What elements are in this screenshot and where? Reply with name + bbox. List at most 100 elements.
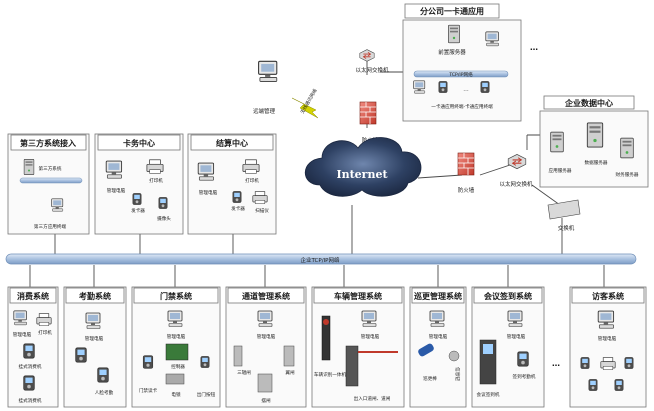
connector-lines <box>29 52 605 287</box>
card-terminal-icon <box>438 81 448 93</box>
pc-icon <box>597 310 615 329</box>
item-label: 管理电脑 <box>598 335 617 342</box>
box-title: 通道管理系统 <box>242 291 290 301</box>
item-label: 管理电脑 <box>429 333 448 340</box>
right-firewall-label: 防火墙 <box>458 186 475 194</box>
item-label: 第三方系统 <box>39 165 62 172</box>
item-label: 门禁读卡 <box>139 387 158 394</box>
pc-icon <box>197 162 215 181</box>
card-reader-icon <box>614 379 624 391</box>
server-icon <box>620 137 634 159</box>
item-label: 扫描仪 <box>255 207 269 214</box>
top-branch-title: 分公司一卡通应用 <box>420 6 484 16</box>
core-switch-label: 交换机 <box>558 224 575 232</box>
printer-icon <box>242 159 260 174</box>
item-label: 车辆识别一体机 <box>314 371 347 378</box>
item-label: 发卡器 <box>231 205 245 212</box>
pos-terminal-icon <box>23 375 35 391</box>
tripod-gate-icon <box>233 345 243 367</box>
box-title: 第三方系统接入 <box>20 138 76 148</box>
item-label: 管理电脑 <box>361 333 380 340</box>
bottom-box-access: 门禁系统 管理电脑 门禁读卡 控制器 电锁 出门按钮 <box>131 286 221 408</box>
core-switch: 交换机 <box>547 199 581 232</box>
terminal-label: 一卡通应用终端-卡通应用终端 <box>431 103 493 110</box>
bottom-box-meeting: 会议签到系统 管理电脑 会议签到机 签到考勤机 <box>471 286 545 408</box>
item-label: 打印机 <box>149 177 163 184</box>
db-server-label: 数据服务器 <box>585 159 608 166</box>
box-title: 消费系统 <box>17 291 49 301</box>
item-label: 控制器 <box>171 363 185 370</box>
pc-icon <box>485 31 499 47</box>
item-label: 会议签到机 <box>477 391 500 398</box>
internet-cloud: Internet <box>304 137 422 197</box>
swing-gate-icon <box>257 373 273 393</box>
firewall-icon <box>359 101 377 125</box>
item-label: 管理电脑 <box>13 331 32 338</box>
scanner-icon <box>252 191 268 204</box>
flap-gate-icon <box>283 345 295 367</box>
pc-icon <box>85 312 101 329</box>
branch-bus <box>413 70 509 78</box>
item-label: 签到考勤机 <box>513 373 536 380</box>
lpr-camera-icon <box>321 315 331 361</box>
server-icon <box>586 122 604 148</box>
card-reader-icon <box>588 379 598 391</box>
lock-icon <box>165 373 185 385</box>
item-label: 打印机 <box>38 329 52 336</box>
server-icon <box>447 24 461 44</box>
app-server-label: 应用服务器 <box>549 167 572 174</box>
item-label: 翼闸 <box>285 369 295 376</box>
branch-bus-label: TCP/IP网络 <box>448 71 473 78</box>
info-button-icon <box>448 350 460 362</box>
box-title: 考勤系统 <box>79 291 111 301</box>
id-reader-icon <box>580 357 590 369</box>
patrol-stick-icon <box>418 343 434 357</box>
box-title: 访客系统 <box>592 291 624 301</box>
face-device-icon <box>97 367 109 383</box>
pc-icon <box>13 310 27 326</box>
pc-icon <box>429 310 445 327</box>
face-device-icon <box>75 347 87 363</box>
bottom-box-consumption: 消费系统 管理电脑 打印机 挂式消费机 挂式消费机 <box>7 286 59 408</box>
item-label: 管理电脑 <box>257 333 276 340</box>
bottom-box-patrol: 巡更管理系统 管理电脑 巡更棒 信息钮 <box>409 286 467 408</box>
pos-terminal-icon <box>23 343 35 359</box>
top-box-card-center: 卡务中心 管理电脑 打印机 发卡器 摄像头 <box>94 133 184 235</box>
wireless-bolt-icon <box>291 97 319 119</box>
printer-icon <box>146 159 164 174</box>
card-reader-icon <box>142 355 154 369</box>
item-label: 出门按钮 <box>197 391 216 398</box>
top-box-third-party: 第三方系统接入 第三方系统 第三方应用终端 <box>7 133 90 235</box>
enterprise-panel: 企业数据中心 应用服务器 数据服务器 财务服务器 <box>539 95 649 188</box>
internet-label: Internet <box>336 168 388 181</box>
item-label: 第三方应用终端 <box>34 223 67 230</box>
pc-icon <box>413 80 426 94</box>
item-label: 管理电脑 <box>199 189 218 196</box>
checkin-device-icon <box>517 351 529 367</box>
server-icon <box>23 158 35 176</box>
item-label: 三辊闸 <box>237 369 251 376</box>
printer-icon <box>600 357 616 370</box>
pc-icon <box>167 310 183 327</box>
branch-switch-label: 以太网交换机 <box>355 66 389 74</box>
box-title: 车辆管理系统 <box>334 291 382 301</box>
item-label: 挂式消费机 <box>19 397 42 404</box>
item-label: 发卡器 <box>131 207 145 214</box>
branch-ellipsis: … <box>463 87 469 93</box>
exit-button-icon <box>200 355 210 369</box>
network-bus: 企业TCP/IP网络 <box>5 253 637 265</box>
right-switch-label: 以太网交换机 <box>499 180 533 188</box>
box-title: 巡更管理系统 <box>414 291 462 301</box>
camera-icon <box>624 357 634 369</box>
camera-icon <box>158 197 168 209</box>
box-title: 会议签到系统 <box>484 291 532 301</box>
item-label: 管理电脑 <box>85 335 104 342</box>
box-title: 门禁系统 <box>160 291 192 301</box>
switch-icon <box>507 153 527 170</box>
front-server-label: 前置服务器 <box>438 48 466 56</box>
remote-label: 远端管理 <box>253 107 276 115</box>
pc-icon <box>257 310 273 327</box>
item-label: 管理电脑 <box>507 333 526 340</box>
item-label: 管理电脑 <box>167 333 186 340</box>
